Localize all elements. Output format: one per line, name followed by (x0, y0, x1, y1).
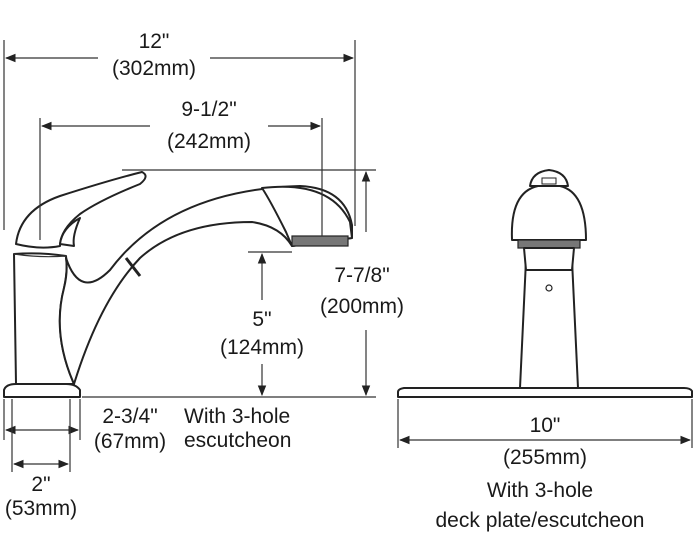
spout-height-metric: (124mm) (220, 336, 304, 359)
side-spray-head (261, 185, 353, 247)
side-note-line1: With 3-hole (184, 405, 290, 428)
spout-height-imperial: 5" (252, 308, 271, 331)
plate-width-metric: (255mm) (503, 446, 587, 469)
front-note-line2: deck plate/escutcheon (436, 509, 645, 532)
side-view (3, 171, 353, 398)
body-width-metric: (53mm) (5, 497, 77, 520)
overall-width-imperial: 12" (139, 30, 170, 53)
body-width-imperial: 2" (31, 473, 50, 496)
dimension-labels: 12" (302mm) 9-1/2" (242mm) 7-7/8" (200mm… (5, 30, 645, 532)
side-body-ring (13, 253, 67, 258)
front-neck (523, 247, 575, 271)
base-width-imperial: 2-3/4" (102, 405, 157, 428)
spout-reach-imperial: 9-1/2" (181, 98, 236, 121)
side-spray-nozzle (291, 235, 349, 247)
spout-reach-metric: (242mm) (167, 130, 251, 153)
front-handle-badge (541, 177, 557, 185)
front-indicator-dot (545, 284, 553, 292)
front-spray-nozzle (517, 239, 581, 249)
front-column (519, 259, 579, 389)
base-width-metric: (67mm) (94, 430, 166, 453)
side-spout-joint (124, 257, 142, 277)
front-deck-plate (397, 387, 693, 398)
front-note-line1: With 3-hole (487, 479, 593, 502)
side-handle-lever (15, 171, 147, 249)
dimension-lines (3, 40, 693, 472)
plate-width-imperial: 10" (530, 414, 561, 437)
front-spray-head (510, 185, 587, 241)
side-note-line2: escutcheon (184, 429, 291, 452)
overall-width-metric: (302mm) (112, 57, 196, 80)
front-view (397, 169, 693, 398)
side-escutcheon (3, 383, 81, 398)
overall-height-imperial: 7-7/8" (334, 264, 389, 287)
side-handle-cap (59, 217, 81, 247)
overall-height-metric: (200mm) (320, 295, 404, 318)
